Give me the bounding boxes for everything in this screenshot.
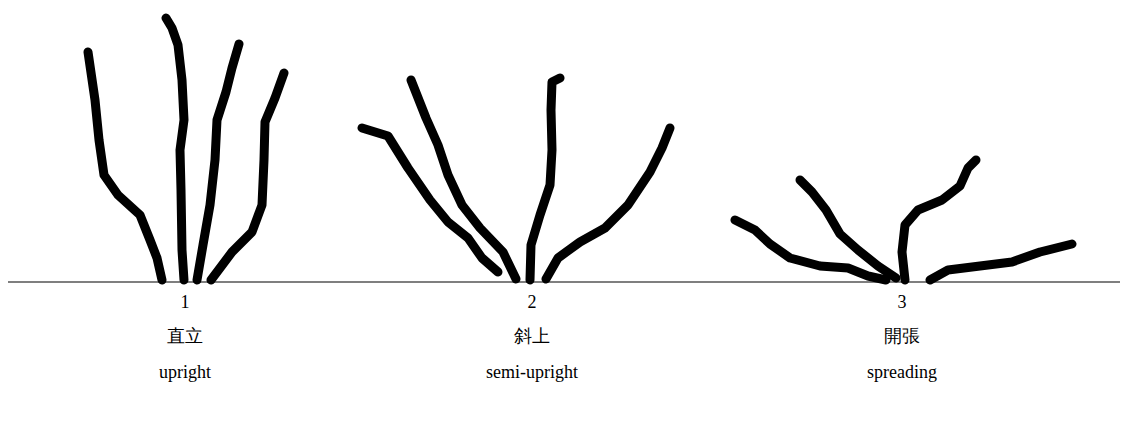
stem — [411, 80, 516, 279]
stem — [88, 52, 162, 280]
habit-name: spreading — [867, 362, 937, 384]
stem — [166, 18, 184, 280]
stem — [800, 180, 896, 278]
habit-number: 3 — [898, 292, 907, 314]
stem — [197, 44, 239, 280]
habit-name: upright — [159, 362, 211, 384]
stem — [211, 73, 284, 280]
habit-name-cjk: 直立 — [167, 326, 203, 348]
stem — [546, 128, 670, 279]
habit-name-cjk: 開張 — [884, 326, 920, 348]
stem — [902, 160, 976, 280]
ground-line — [8, 281, 1120, 282]
stem — [362, 128, 498, 272]
habit-number: 2 — [528, 292, 537, 314]
stems — [88, 18, 1072, 280]
stem — [530, 78, 560, 280]
habit-number: 1 — [181, 292, 190, 314]
stem — [930, 244, 1072, 280]
habit-name: semi-upright — [486, 362, 578, 384]
habit-name-cjk: 斜上 — [514, 326, 550, 348]
